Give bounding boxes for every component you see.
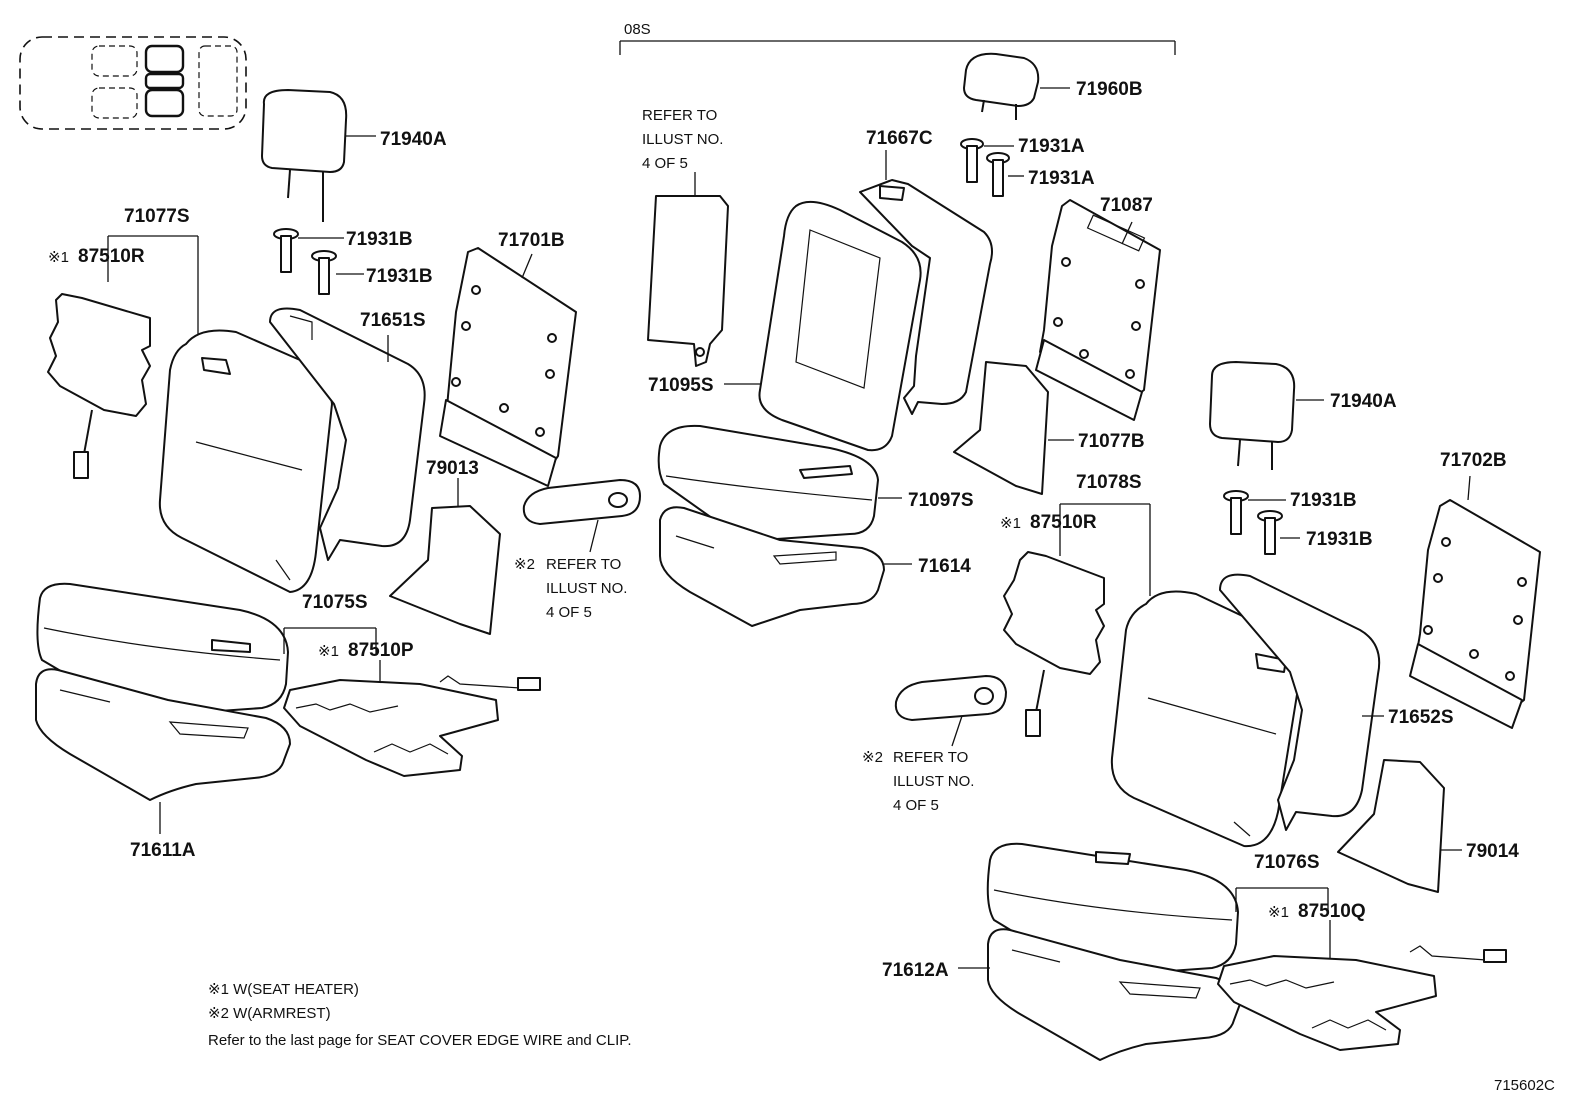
part-label-79013: 79013 [426,458,479,479]
part-label-71614: 71614 [918,556,971,577]
refer-note-center: REFER TO ILLUST NO. 4 OF 5 [642,107,723,172]
note-mark-1-left-back: ※1 [48,249,69,266]
headrest-71960b [963,52,1070,120]
seat-back-board-71702b [1409,475,1541,729]
part-label-71076s: 71076S [1254,852,1320,873]
part-label-71095s: 71095S [648,375,714,396]
part-label-71931b-right-2: 71931B [1306,529,1373,550]
part-label-71931a-2: 71931A [1028,168,1095,189]
part-label-87510r-left: 87510R [78,246,145,267]
seat-heater-back-87510r-right [1003,551,1105,737]
refer-line-2: ILLUST NO. [893,773,974,790]
section-label: 08S [624,21,651,38]
part-label-71940a-left: 71940A [380,129,447,150]
refer-line-3: 4 OF 5 [546,604,592,621]
section-bracket-08s: 08S [619,21,1176,55]
headrest-guide-71931b-left [273,228,364,295]
armrest-right [894,675,1007,747]
note-mark-2-right: ※2 [862,749,883,766]
part-label-71075s: 71075S [302,592,368,613]
headrest-guide-71931b-right [1223,490,1300,555]
armrest-left [522,479,641,553]
part-label-71087: 71087 [1100,195,1153,216]
leader-71078s [1059,503,1151,596]
refer-note-right-armrest: ※2 REFER TO ILLUST NO. 4 OF 5 [862,749,974,814]
leader-71075s [283,627,381,684]
seat-back-panel-71077b [953,361,1074,495]
refer-line-3: 4 OF 5 [642,155,688,172]
leader-71077s [107,235,199,338]
note-mark-2-left: ※2 [514,556,535,573]
headrest-71940a-left [261,89,376,222]
part-label-71940a-right: 71940A [1330,391,1397,412]
part-label-71701b: 71701B [498,230,565,251]
part-label-71652s: 71652S [1388,707,1454,728]
headrest-guide-71931a [960,138,1024,197]
seat-heater-back-87510r-left [47,293,151,479]
headrest-71940a-right [1209,361,1324,470]
part-label-71702b: 71702B [1440,450,1507,471]
part-label-79014: 79014 [1466,841,1519,862]
refer-note-left-armrest: ※2 REFER TO ILLUST NO. 4 OF 5 [514,556,627,621]
vehicle-seat-locator-icon [19,36,247,130]
figure-id: 715602C [1494,1077,1555,1094]
refer-line-1: REFER TO [546,556,621,573]
note-mark-1-right-cushion: ※1 [1268,904,1289,921]
seat-heater-cushion-87510q [1217,945,1507,1051]
seat-back-cover-71095s [724,200,922,452]
refer-line-3: 4 OF 5 [893,797,939,814]
part-label-71611a: 71611A [130,840,196,861]
seat-back-board-71701b [439,247,577,487]
seat-back-cover-71078s [1110,590,1302,848]
footnotes: ※1 W(SEAT HEATER) ※2 W(ARMREST) Refer to… [208,981,632,1049]
seat-back-board-71087 [1035,199,1161,421]
seat-cushion-pad-71611a [35,668,291,834]
footnote-refer-last-page: Refer to the last page for SEAT COVER ED… [208,1032,632,1049]
part-label-71931b-left-1: 71931B [346,229,413,250]
refer-line-1: REFER TO [893,749,968,766]
part-label-71612a: 71612A [882,960,949,981]
seat-back-frame-71652s [1219,573,1384,831]
part-label-71931b-left-2: 71931B [366,266,433,287]
part-label-71931b-right-1: 71931B [1290,490,1357,511]
part-label-87510r-right: 87510R [1030,512,1097,533]
part-label-87510p: 87510P [348,640,414,661]
part-label-71077s: 71077S [124,206,190,227]
seat-cushion-pad-71612a [958,928,1241,1061]
leader-71076s [1235,887,1331,964]
part-label-87510q: 87510Q [1298,901,1366,922]
seat-heater-cushion-87510p [283,675,541,777]
part-label-71960b: 71960B [1076,79,1143,100]
footnote-seat-heater: ※1 W(SEAT HEATER) [208,981,359,998]
part-label-71651s: 71651S [360,310,426,331]
seat-back-frame-71667c [859,150,993,415]
note-mark-1-left-cushion: ※1 [318,643,339,660]
refer-line-2: ILLUST NO. [546,580,627,597]
part-label-71667c: 71667C [866,128,933,149]
seat-back-cover-center-ref [647,172,729,367]
seat-back-panel-79014 [1337,759,1462,893]
seat-back-cover-71077s [158,329,333,593]
seat-back-panel-79013 [389,478,501,635]
part-label-71077b: 71077B [1078,431,1145,452]
seat-cushion-cover-71097s [657,424,902,541]
seat-back-frame-71651s [269,307,426,561]
part-label-71078s: 71078S [1076,472,1142,493]
part-label-71931a-1: 71931A [1018,136,1085,157]
part-label-71097s: 71097S [908,490,974,511]
refer-line-2: ILLUST NO. [642,131,723,148]
refer-line-1: REFER TO [642,107,717,124]
seat-cushion-pad-71614 [659,506,912,627]
footnote-armrest: ※2 W(ARMREST) [208,1005,331,1022]
note-mark-1-right-back: ※1 [1000,515,1021,532]
